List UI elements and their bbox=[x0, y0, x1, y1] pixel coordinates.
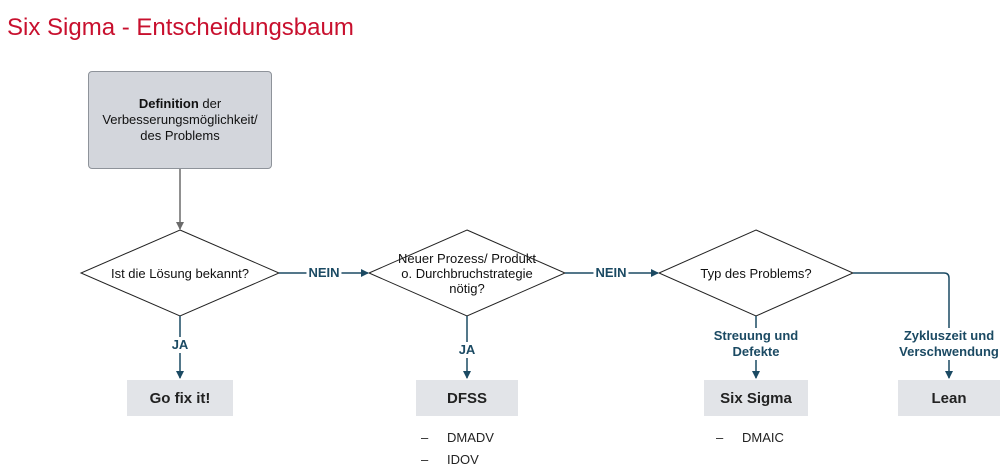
dfss-method-item: – IDOV bbox=[421, 452, 479, 467]
decision-text-solution-known: Ist die Lösung bekannt? bbox=[110, 265, 250, 281]
outcome-lean: Lean bbox=[898, 380, 1000, 416]
sixsigma-method-item: – DMAIC bbox=[716, 430, 784, 445]
label-d2-yes: JA bbox=[456, 342, 478, 358]
label-d1-no: NEIN bbox=[306, 265, 342, 281]
start-box-bold: Definition bbox=[138, 96, 199, 111]
label-d1-yes: JA bbox=[169, 337, 191, 353]
label-d3-cycle-time: Zykluszeit und Verschwendung bbox=[893, 328, 1005, 360]
dfss-method-label: DMADV bbox=[447, 430, 494, 445]
label-d2-no: NEIN bbox=[593, 265, 629, 281]
dfss-method-label: IDOV bbox=[447, 452, 479, 467]
bullet-dash: – bbox=[421, 430, 429, 445]
outcome-go-fix-it: Go fix it! bbox=[127, 380, 233, 416]
bullet-dash: – bbox=[716, 430, 724, 445]
label-d3-variation: Streuung und Defekte bbox=[700, 328, 812, 360]
start-box-definition: Definition der Verbesserungsmöglichkeit/… bbox=[88, 71, 272, 169]
outcome-dfss: DFSS bbox=[416, 380, 518, 416]
page-title: Six Sigma - Entscheidungsbaum bbox=[7, 14, 354, 41]
decision-text-new-process: Neuer Prozess/ Produkt o. Durchbruchstra… bbox=[398, 250, 537, 296]
sixsigma-method-label: DMAIC bbox=[742, 430, 784, 445]
bullet-dash: – bbox=[421, 452, 429, 467]
decision-text-problem-type: Typ des Problems? bbox=[700, 265, 812, 281]
start-box-text: der Verbesserungsmöglichkeit/ des Proble… bbox=[102, 96, 258, 143]
arrow-d3-cycle-time bbox=[853, 272, 953, 379]
dfss-method-item: – DMADV bbox=[421, 430, 494, 445]
outcome-six-sigma: Six Sigma bbox=[704, 380, 808, 416]
